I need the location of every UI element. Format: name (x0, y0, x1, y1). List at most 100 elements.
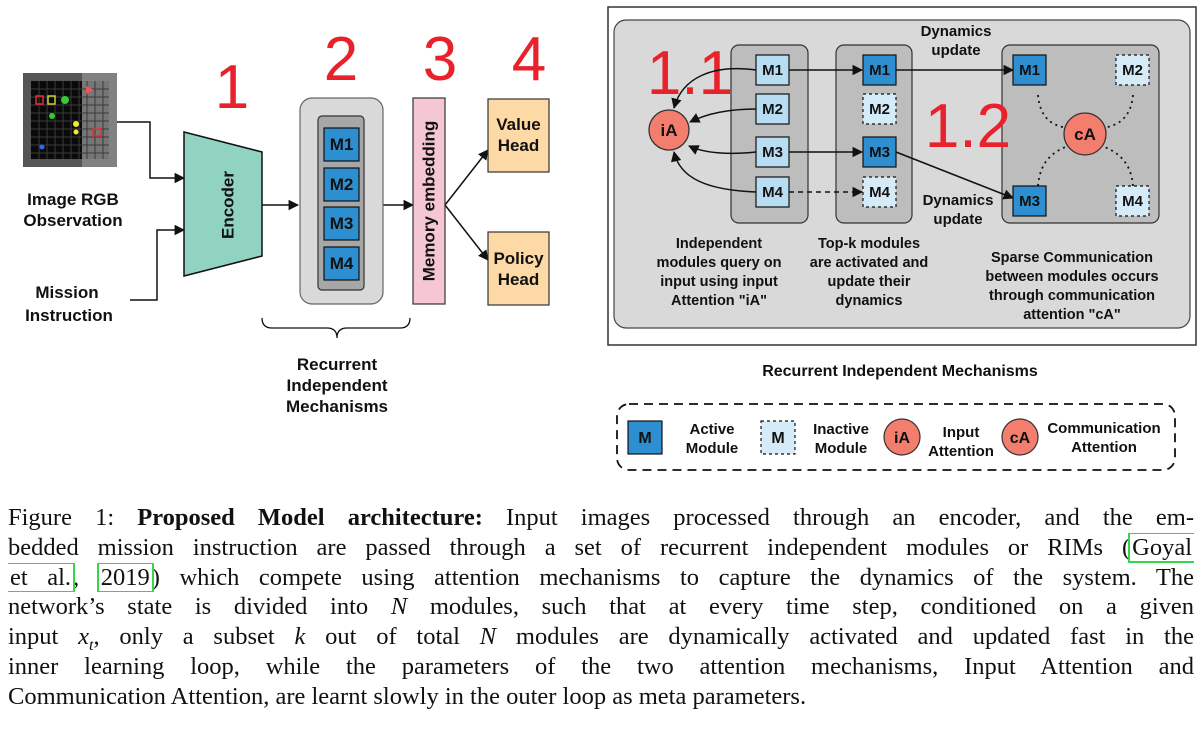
legend-active-symbol: M (638, 430, 651, 447)
left-module-m1 (323, 127, 360, 162)
memory-embedding-label: Memory embedding (419, 121, 438, 282)
caption-text-3: ) which compete using attention mechanis… (151, 563, 1194, 591)
step-number-4: 4 (512, 25, 546, 94)
caption-line-6: inner learning loop, while the parameter… (8, 652, 1194, 682)
caption-text-4b: modules, such that at every time step, c… (407, 593, 1194, 621)
legend-active-swatch (627, 420, 663, 455)
citation-link-goyal[interactable]: Goyal (1128, 532, 1194, 563)
query-module-m3-label: M3 (762, 144, 783, 161)
observation-label-line2: Observation (23, 211, 122, 230)
rim-detail-title: Recurrent Independent Mechanisms (762, 363, 1038, 380)
input-attention-node (648, 109, 690, 151)
query-module-m4-label: M4 (762, 184, 783, 201)
comm-module-m3-label: M3 (1019, 193, 1040, 210)
desc-query-line4: Attention "iA" (671, 293, 767, 309)
topk-module-m4-label: M4 (869, 184, 890, 201)
citation-link-2019[interactable]: 2019 (96, 562, 154, 593)
topk-module-m3-active (862, 136, 897, 168)
left-module-m4 (323, 246, 360, 281)
rim-label-line1: Recurrent (297, 355, 378, 374)
desc-topk-line2: are activated and (810, 255, 928, 271)
value-head-line2: Head (498, 136, 540, 155)
topk-module-m2-inactive (862, 93, 897, 125)
comm-module-m2-inactive (1115, 54, 1150, 86)
value-head-line1: Value (496, 115, 540, 134)
math-t-subscript: t (89, 637, 94, 652)
caption-bold-title: Proposed Model architecture: (137, 504, 483, 531)
input-attention-label: iA (661, 121, 678, 140)
communication-attention-label: cA (1074, 125, 1096, 144)
left-module-m4-label: M4 (330, 254, 354, 273)
caption-line-5: input xt, only a subset k out of total N… (8, 622, 1194, 652)
comm-module-m4-inactive (1115, 185, 1150, 217)
query-module-m1-label: M1 (762, 62, 783, 79)
architecture-figure: 1 2 3 4 Image RGB Obser (23, 6, 1197, 471)
caption-text-5d: modules are dynamically activated and up… (496, 623, 1194, 651)
math-k: k (294, 623, 306, 651)
topk-module-m3-label: M3 (869, 144, 890, 161)
observation-label-line1: Image RGB (27, 190, 119, 209)
comm-module-m3-active (1012, 185, 1047, 217)
step-label-1-1: 1.1 (647, 39, 733, 108)
rim-brace (261, 317, 411, 339)
left-module-m1-label: M1 (330, 135, 354, 154)
topk-module-m1-label: M1 (869, 62, 890, 79)
caption-text-6: inner learning loop, while the parameter… (8, 652, 1194, 680)
legend-comm-line2: Attention (1071, 439, 1137, 456)
policy-head-line2: Head (498, 270, 540, 289)
caption-text-4a: network’s state is divided into (8, 593, 391, 621)
value-head-block (487, 98, 550, 173)
rim-label-line3: Mechanisms (286, 397, 388, 416)
query-module-m2-label: M2 (762, 101, 783, 118)
topk-module-m2-label: M2 (869, 101, 890, 118)
legend-input-line1: Input (943, 424, 980, 441)
encoder-block (183, 131, 263, 277)
policy-head-block (487, 231, 550, 306)
query-module-m1 (755, 54, 790, 86)
caption-text-1: Input images processed through an encode… (482, 504, 1194, 531)
caption-sep: , (73, 563, 99, 591)
math-N: N (390, 593, 408, 621)
policy-head-line1: Policy (493, 249, 544, 268)
desc-topk-line3: update their (828, 274, 911, 290)
dynamics-update-top-line1: Dynamics (921, 23, 992, 40)
desc-comm-line3: through communication (989, 288, 1155, 304)
citation-link-et-al[interactable]: et al. (8, 562, 76, 593)
desc-comm-line1: Sparse Communication (991, 250, 1153, 266)
legend-inactive-line2: Module (815, 440, 868, 457)
caption-line-3: et al., 2019) which compete using attent… (8, 562, 1194, 593)
desc-query-line1: Independent (676, 236, 762, 252)
caption-line-2: bedded mission instruction are passed th… (8, 532, 1194, 563)
communication-attention-node (1063, 112, 1107, 156)
legend-active-line2: Module (686, 440, 739, 457)
desc-query-line3: input using input (660, 274, 778, 290)
math-x: x (78, 623, 90, 651)
caption-text-5a: input (8, 623, 79, 651)
legend-comm-line1: Communication (1047, 420, 1160, 437)
desc-comm-line4: attention "cA" (1023, 307, 1121, 323)
math-N-2: N (479, 623, 497, 651)
legend-inactive-symbol: M (771, 430, 784, 447)
caption-text-7: Communication Attention, are learnt slow… (8, 682, 807, 710)
legend-active-line1: Active (689, 421, 734, 438)
figure-caption: Figure 1: Proposed Model architecture: I… (8, 503, 1194, 712)
left-module-m3 (323, 206, 360, 241)
legend-inactive-line1: Inactive (813, 421, 869, 438)
observation-image (23, 73, 117, 167)
mission-label-line2: Instruction (25, 306, 113, 325)
desc-query-line2: modules query on (657, 255, 782, 271)
caption-line-7: Communication Attention, are learnt slow… (8, 682, 1194, 712)
step-number-2: 2 (324, 25, 358, 94)
memory-embedding-block (412, 97, 446, 305)
topk-module-m4-inactive (862, 176, 897, 208)
encoder-label: Encoder (218, 171, 237, 239)
legend-input-swatch (883, 418, 921, 456)
legend-input-line2: Attention (928, 443, 994, 460)
rim-label-line2: Independent (286, 376, 387, 395)
caption-line-1: Figure 1: Proposed Model architecture: I… (8, 503, 1194, 533)
left-module-m2-label: M2 (330, 175, 354, 194)
step-numbers: 1 2 3 4 (215, 25, 546, 122)
caption-text-5b: , only a subset (93, 623, 295, 651)
legend-comm-swatch (1001, 418, 1039, 456)
dynamics-update-bottom-line2: update (933, 211, 982, 228)
